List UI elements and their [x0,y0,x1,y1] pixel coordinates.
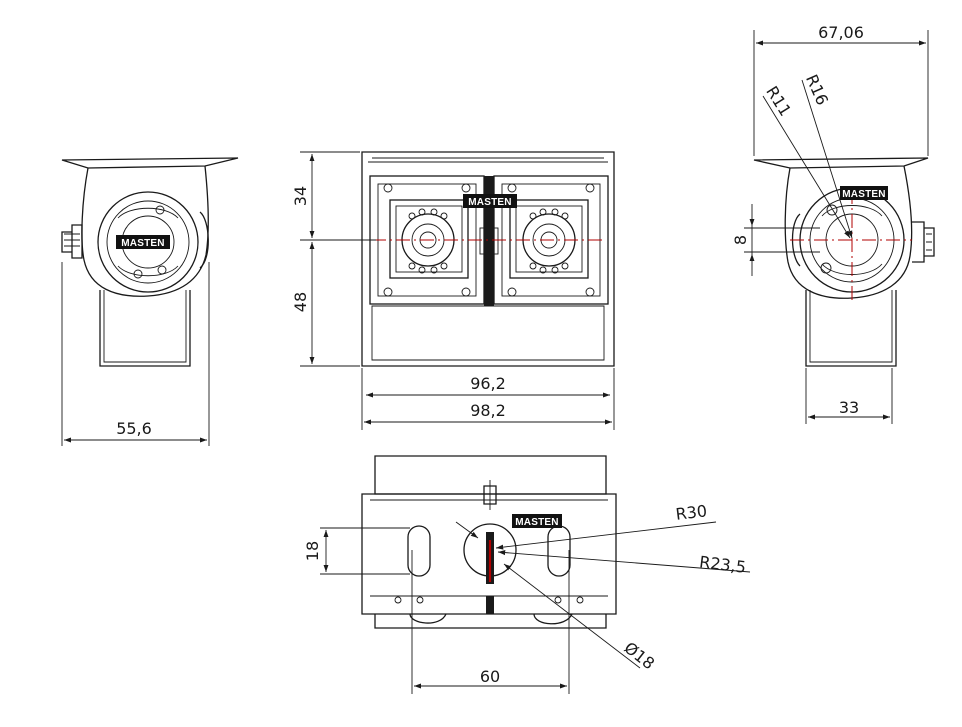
dim-bottom-spacing: 60 [480,667,500,686]
brand-logo-front [463,194,517,208]
dim-bottom-height: 18 [303,541,322,561]
brand-logo-bottom [512,514,562,528]
brand-label-bottom: MASTEN [515,517,558,528]
dim-front-top: 34 [291,186,310,206]
front-view [361,151,615,367]
brand-label-front: MASTEN [468,197,511,208]
brand-label-left: MASTEN [121,238,164,249]
dim-right-base-width: 33 [839,398,859,417]
dim-bottom-r235: R23,5 [698,552,747,577]
dim-front-bottom: 48 [291,292,310,312]
dim-front-outer-width: 98,2 [470,401,506,420]
dim-right-r16: R16 [802,72,832,108]
dim-right-top-width: 67,06 [818,23,864,42]
dim-left-width: 55,6 [116,419,152,438]
brand-logo-left [116,235,170,249]
dim-right-offset: 8 [731,235,750,245]
dim-bottom-r30: R30 [675,501,709,524]
brand-label-right: MASTEN [842,189,885,200]
brand-logo-right [840,186,888,200]
dim-right-r11: R11 [762,83,795,120]
dim-front-inner-width: 96,2 [470,374,506,393]
left-side-view [61,157,239,367]
